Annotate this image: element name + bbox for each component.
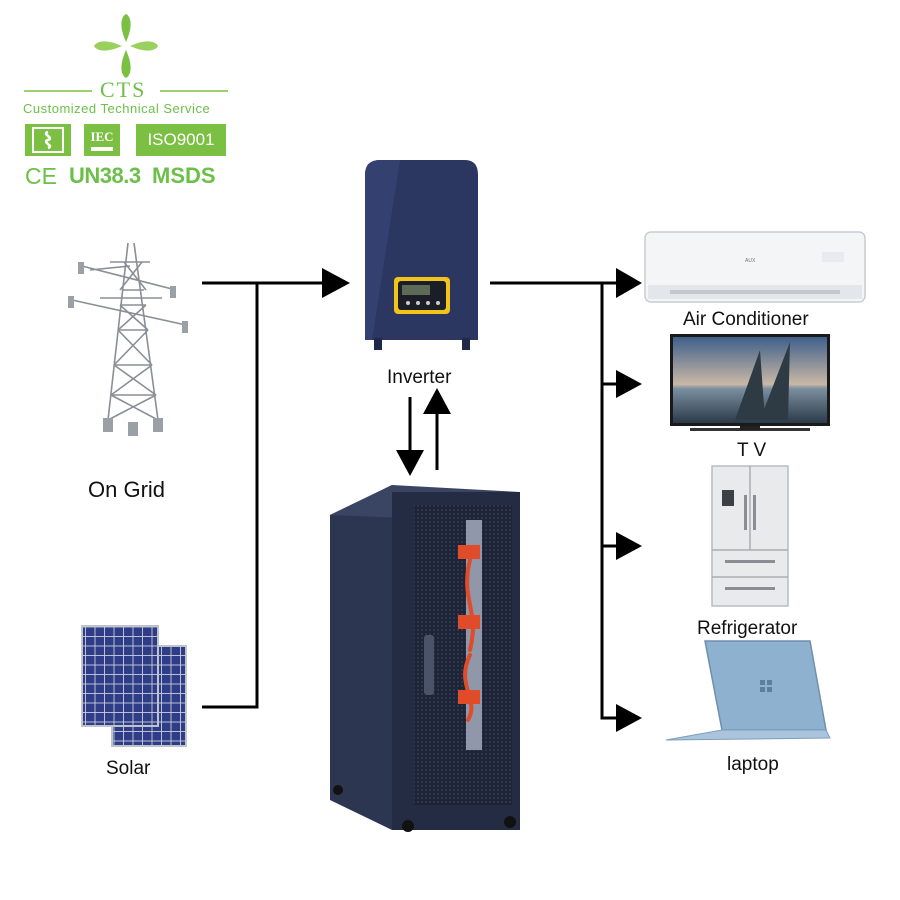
tv-label: T V	[737, 440, 767, 461]
arrow-to-laptop	[616, 704, 642, 732]
refrigerator-label: Refrigerator	[697, 618, 798, 639]
iec-cert-badge: IEC	[84, 124, 120, 156]
arrow-to-refrigerator	[616, 532, 642, 560]
on-grid-label: On Grid	[88, 477, 166, 502]
ce-mark: CE	[25, 163, 57, 189]
inverter-to-loads-line	[490, 281, 618, 720]
arrow-up-to-inverter	[423, 388, 451, 414]
iso-cert-badge: ISO9001	[136, 124, 226, 156]
inverter-label: Inverter	[387, 367, 452, 388]
msds-cert: MSDS	[152, 163, 216, 188]
safety-mark-icon	[32, 127, 64, 153]
safety-cert-badge	[25, 124, 71, 156]
svg-text:AUX: AUX	[745, 258, 756, 264]
solar-label: Solar	[106, 758, 151, 779]
arrow-down-to-battery	[396, 450, 424, 476]
arrow-to-air-conditioner	[616, 268, 642, 298]
air-conditioner-label: Air Conditioner	[683, 309, 809, 330]
iec-label: IEC	[90, 129, 114, 144]
brand-tagline: Customized Technical Service	[23, 101, 211, 116]
iso-label: ISO9001	[147, 130, 215, 149]
arrow-to-tv	[616, 370, 642, 398]
arrow-to-inverter	[322, 268, 350, 298]
grid-to-inverter-line	[202, 281, 325, 709]
un-cert: UN38.3	[69, 163, 141, 188]
brand-name: CTS	[100, 77, 147, 102]
laptop-label: laptop	[727, 754, 779, 775]
